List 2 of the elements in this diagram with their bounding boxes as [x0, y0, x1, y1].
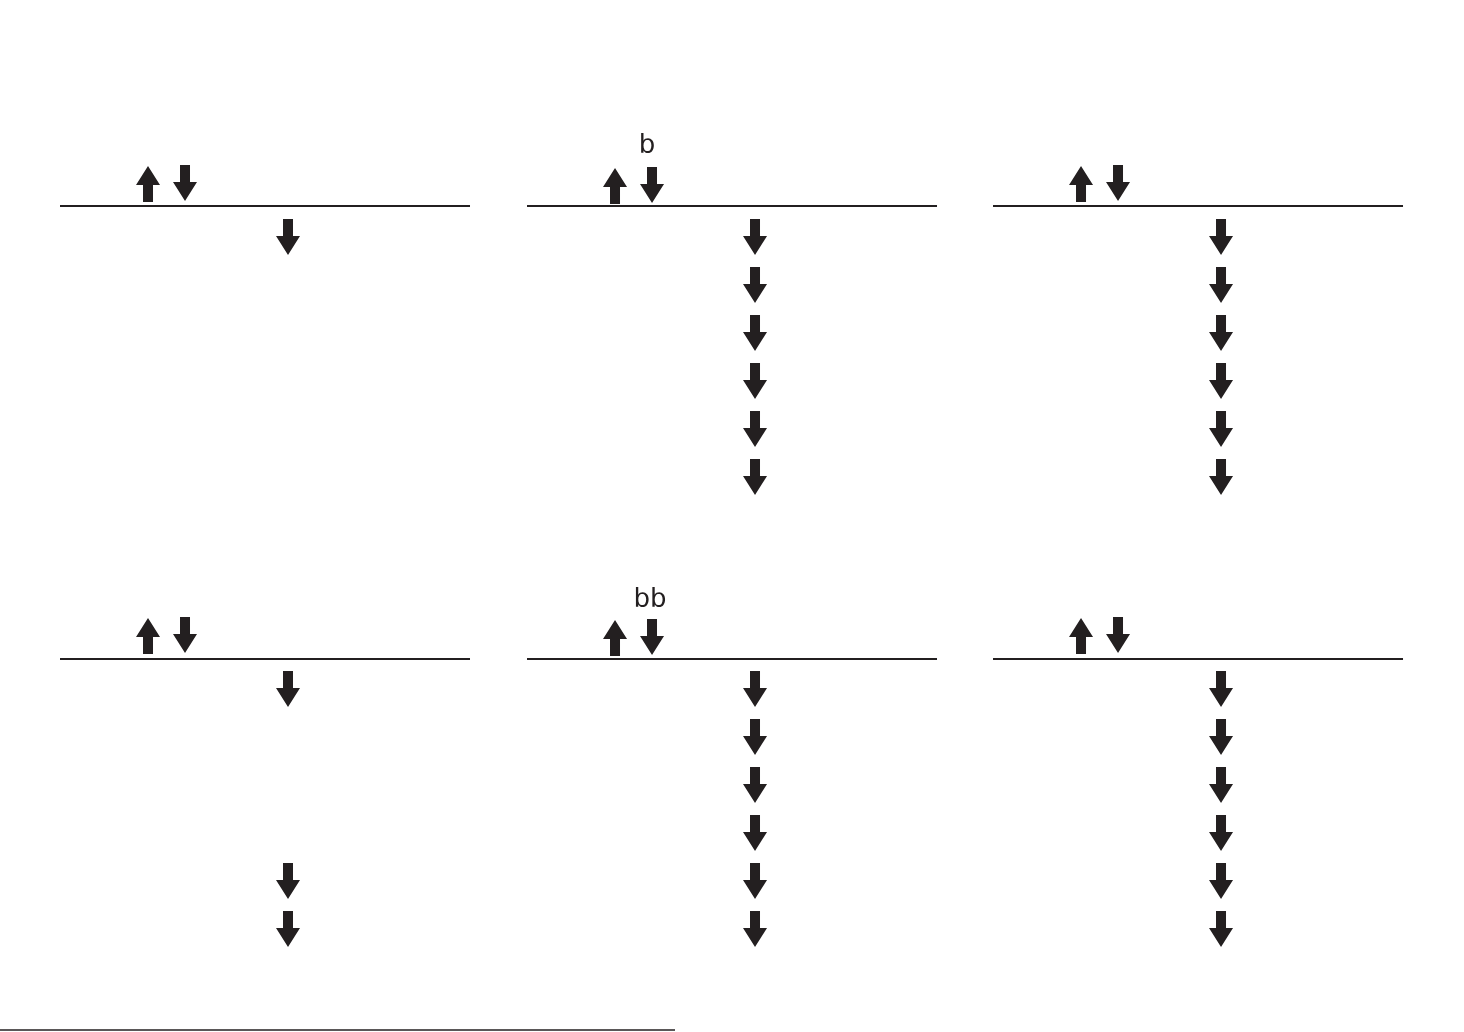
symbol-label: b: [641, 132, 654, 153]
symbol-label: bb: [635, 587, 666, 608]
